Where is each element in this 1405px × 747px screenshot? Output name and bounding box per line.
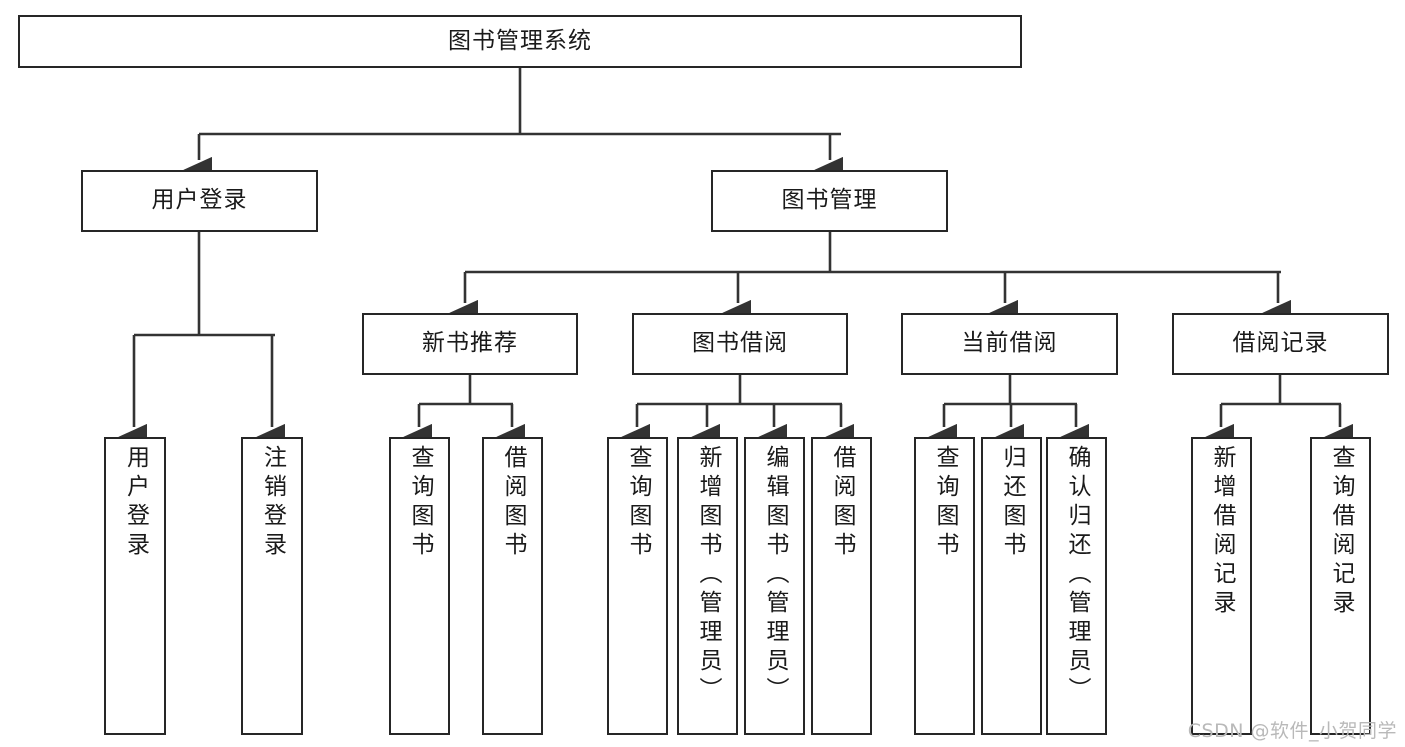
node-leaf-borrow-book-recommend[interactable]: 借阅图书: [482, 437, 543, 735]
node-leaf-borrow-book[interactable]: 借阅图书: [811, 437, 872, 735]
node-label: 查询图书: [932, 445, 958, 561]
watermark-text: CSDN @软件_小贺同学: [1187, 720, 1397, 742]
node-label: 查询图书: [625, 445, 651, 561]
node-label: 图书管理: [781, 187, 878, 214]
node-new-book-recommend[interactable]: 新书推荐: [362, 313, 578, 375]
node-label: 借阅图书: [500, 445, 526, 561]
node-leaf-query-book-current[interactable]: 查询图书: [914, 437, 975, 735]
node-leaf-query-book-borrow[interactable]: 查询图书: [607, 437, 668, 735]
node-label: 用户登录: [151, 187, 248, 214]
node-label: 新书推荐: [422, 330, 518, 357]
node-leaf-query-book-recommend[interactable]: 查询图书: [389, 437, 450, 735]
node-label: 新增借阅记录: [1209, 445, 1235, 619]
node-label: 编辑图书（管理员）: [762, 445, 788, 706]
node-label: 图书借阅: [692, 330, 788, 357]
node-leaf-add-book[interactable]: 新增图书（管理员）: [677, 437, 738, 735]
node-label: 归还图书: [999, 445, 1025, 561]
node-leaf-query-borrow-record[interactable]: 查询借阅记录: [1310, 437, 1371, 735]
node-label: 新增图书（管理员）: [695, 445, 721, 706]
node-label: 借阅记录: [1232, 330, 1329, 357]
node-leaf-logout[interactable]: 注销登录: [241, 437, 303, 735]
node-leaf-add-borrow-record[interactable]: 新增借阅记录: [1191, 437, 1252, 735]
node-label: 当前借阅: [961, 330, 1058, 357]
node-label: 用户登录: [122, 445, 149, 561]
node-borrow-record[interactable]: 借阅记录: [1172, 313, 1389, 375]
node-current-borrow[interactable]: 当前借阅: [901, 313, 1118, 375]
node-label: 查询借阅记录: [1328, 445, 1354, 619]
node-root-system[interactable]: 图书管理系统: [18, 15, 1022, 68]
node-label: 确认归还（管理员）: [1064, 445, 1090, 706]
node-leaf-user-login[interactable]: 用户登录: [104, 437, 166, 735]
node-leaf-edit-book[interactable]: 编辑图书（管理员）: [744, 437, 805, 735]
node-label: 查询图书: [407, 445, 433, 561]
node-book-manage[interactable]: 图书管理: [711, 170, 948, 232]
node-leaf-confirm-return[interactable]: 确认归还（管理员）: [1046, 437, 1107, 735]
node-book-borrow[interactable]: 图书借阅: [632, 313, 848, 375]
node-label: 注销登录: [259, 445, 286, 561]
node-label: 图书管理系统: [448, 27, 592, 54]
node-label: 借阅图书: [829, 445, 855, 561]
node-leaf-return-book[interactable]: 归还图书: [981, 437, 1042, 735]
node-user-login[interactable]: 用户登录: [81, 170, 318, 232]
